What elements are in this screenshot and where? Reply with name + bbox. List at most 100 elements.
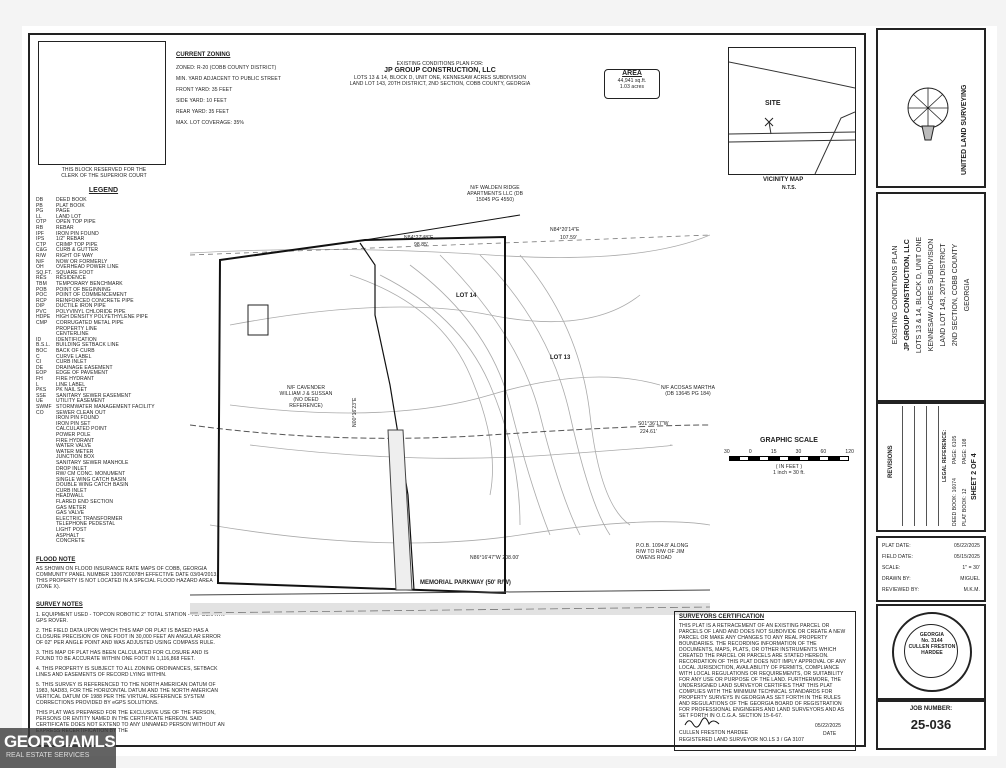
legend-abbr: RES xyxy=(36,275,47,282)
legend-desc: LINE LABEL xyxy=(56,381,86,388)
info-value: 05/22/2025 xyxy=(953,543,980,549)
road-label: MEMORIAL PARKWAY (50' R/W) xyxy=(420,580,511,586)
legend-item: GAS VALVE xyxy=(36,511,171,517)
plan-header: EXISTING CONDITIONS PLAN FOR: JP GROUP C… xyxy=(330,61,550,87)
legend-desc: FIRE HYDRANT xyxy=(56,437,95,444)
project-line: 2ND SECTION, COBB COUNTY xyxy=(952,243,959,347)
pob-note: P.O.B. 1094.8' ALONG R/W TO R/W OF JIM O… xyxy=(636,543,689,561)
mls-subtitle: REAL ESTATE SERVICES xyxy=(6,752,90,759)
flood-note: FLOOD NOTE AS SHOWN ON FLOOD INSURANCE R… xyxy=(36,557,228,590)
left-bearing: N00°16'23"E xyxy=(352,397,358,427)
vicinity-site-label: SITE xyxy=(765,100,781,107)
boundary-line xyxy=(216,235,506,595)
legend-desc: SEWER CLEAN OUT xyxy=(56,409,106,416)
vicinity-map-drawing xyxy=(728,61,856,175)
top-bearing-1: N84°27'48"E xyxy=(404,235,434,241)
project-line: JP GROUP CONSTRUCTION, LLC xyxy=(904,239,911,351)
legend-desc: OPEN TOP PIPE xyxy=(56,219,96,226)
survey-note: 3. THIS MAP OF PLAT HAS BEEN CALCULATED … xyxy=(36,650,209,662)
legend-desc: RESIDENCE xyxy=(56,275,87,282)
legend-abbr: FH xyxy=(36,376,43,382)
legend-item: IRON PIN SET xyxy=(36,421,171,428)
legend-abbr: DE xyxy=(36,364,44,371)
info-value: MIGUEL xyxy=(960,576,980,582)
legend-abbr: R/W xyxy=(36,252,47,259)
legend-desc: HEADWALL xyxy=(56,493,85,500)
legend-abbr: LL xyxy=(36,213,42,220)
legend-abbr: CO xyxy=(36,409,44,416)
legend-item: C CURVE LABEL xyxy=(36,353,171,361)
legend-desc: NOW OR FORMERLY xyxy=(56,258,108,265)
legend-item: GAS METER xyxy=(36,505,171,512)
certification-title: SURVEYORS CERTIFICATION xyxy=(679,614,765,620)
owner-left: N/F CAVENDER WILLIAM J & SUSSAN (NO DEED… xyxy=(279,385,333,409)
legend-desc: CURVE LABEL xyxy=(56,353,92,360)
survey-note: 4. THIS PROPERTY IS SUBJECT TO ALL ZONIN… xyxy=(36,666,218,678)
legend-item: SINGLE WING CATCH BASIN xyxy=(36,476,171,484)
legend-desc: CURB INLET xyxy=(56,487,87,494)
header-company: JP GROUP CONSTRUCTION, LLC xyxy=(384,67,496,74)
job-number: 25-036 xyxy=(910,717,952,732)
project-line: LOTS 13 & 14, BLOCK D, UNIT ONE xyxy=(916,236,923,354)
legend-desc: PROPERTY LINE xyxy=(56,325,98,332)
legend-abbr: PVC xyxy=(36,308,47,315)
job-number-label: JOB NUMBER: xyxy=(909,706,953,712)
scale-tick-label: 60 xyxy=(820,449,827,455)
clerk-note: THIS BLOCK RESERVED FOR THE CLERK OF THE… xyxy=(61,167,147,179)
legend-abbr: SWMF xyxy=(36,403,52,410)
legend-desc: SINGLE WING CATCH BASIN xyxy=(56,476,127,483)
legend-item: CENTERLINE xyxy=(36,332,171,338)
legend-item: TELEPHONE PEDESTAL xyxy=(36,522,171,528)
plat-book: PLAT BOOK: 12 xyxy=(962,488,968,526)
deed-page: PAGE: 6105 xyxy=(952,435,958,464)
legend-abbr: POC xyxy=(36,292,48,299)
scale-tick-label: 30 xyxy=(724,449,730,455)
legend-item: SANITARY SEWER MANHOLE xyxy=(36,459,171,467)
right-distance: 224.61' xyxy=(640,429,657,435)
clerk-block xyxy=(38,41,166,165)
legend-desc: IRON PIN FOUND xyxy=(56,230,99,237)
top-distance-2: 107.59' xyxy=(560,235,577,241)
surveyor-certification: SURVEYORS CERTIFICATION THIS PLAT IS A R… xyxy=(674,611,856,751)
surveyor-name: CULLEN FRESTON HARDEE xyxy=(679,730,749,736)
legend-abbr: SQ.FT. xyxy=(36,269,53,276)
legend-item: FIRE HYDRANT xyxy=(36,437,171,445)
legend-abbr: OH xyxy=(36,264,44,271)
legend-desc: CURB INLET xyxy=(56,359,87,366)
legend-desc: POINT OF COMMENCEMENT xyxy=(56,292,127,299)
info-label: SCALE: xyxy=(882,565,901,571)
zoning-line: REAR YARD: 35 FEET xyxy=(176,109,230,115)
legend-desc: POWER POLE xyxy=(56,431,91,438)
legend-item: IRON PIN FOUND xyxy=(36,416,171,422)
legend-desc: GAS VALVE xyxy=(56,510,85,517)
legend-abbr: ID xyxy=(36,336,42,343)
legend-desc: ASPHALT xyxy=(56,532,80,539)
legend-desc: REBAR xyxy=(56,224,74,231)
legend-abbr: C xyxy=(36,353,40,360)
legend-desc: SANITARY SEWER MANHOLE xyxy=(56,459,129,466)
graphic-scale-bar xyxy=(724,456,854,461)
graphic-scale-title: GRAPHIC SCALE xyxy=(760,437,818,444)
legend-abbr: CMP xyxy=(36,320,48,327)
legend-abbr: L xyxy=(36,381,39,388)
info-label: PLAT DATE: xyxy=(882,543,911,549)
legend-item: RW/ CM CONC. MONUMENT xyxy=(36,471,171,478)
info-value: 1" = 30' xyxy=(962,565,980,571)
legend-desc: EDGE OF PAVEMENT xyxy=(56,370,109,377)
legend-item: DOUBLE WING CATCH BASIN xyxy=(36,483,171,489)
legend-item: CONCRETE xyxy=(36,539,171,545)
